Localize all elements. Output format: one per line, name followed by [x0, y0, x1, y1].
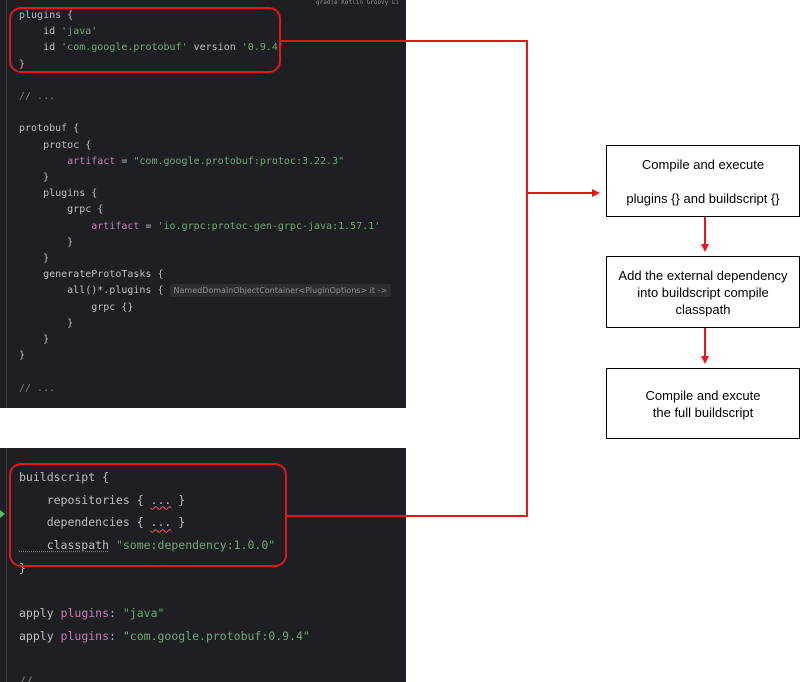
flow-step-2-line-2: into buildscript compile [637, 284, 769, 300]
code-line: } [19, 234, 73, 252]
code-line: classpath "some:dependency:1.0.0" [19, 536, 276, 554]
code-token: } [171, 515, 186, 530]
code-token: } [19, 253, 50, 264]
code-token: "com.google.protobuf:protoc:3.22.3" [133, 155, 345, 167]
code-line: id 'com.google.protobuf' version '0.9.4' [19, 39, 284, 57]
connector-from-buildscript [287, 193, 528, 517]
code-line: id 'java' [19, 23, 97, 41]
flow-step-3-line-2: the full buildscript [652, 404, 754, 420]
code-token: repositories { [19, 492, 151, 507]
editor-gutter [6, 448, 7, 682]
code-editor-buildscript-block: buildscript { repositories { ... } depen… [0, 448, 406, 682]
code-token: 'java' [61, 26, 98, 38]
code-token: all()*.plugins { [19, 285, 170, 297]
code-token: plugins { [19, 188, 98, 200]
code-token: apply [19, 628, 61, 643]
flow-step-1-line-2: plugins {} and buildscript {} [626, 190, 780, 206]
code-token: // ... [19, 674, 61, 682]
code-token: protobuf { [19, 123, 80, 135]
buildscript-block-highlight [9, 463, 287, 567]
code-token: ... [150, 492, 172, 507]
editor-tab-strip: gradle Kotlin Groovy Li [316, 0, 400, 6]
code-line: // ... [19, 380, 55, 398]
code-token: version [187, 42, 242, 54]
code-token: dependencies { [19, 515, 151, 530]
code-line: plugins { [19, 7, 73, 25]
flow-step-3-line-1: Compile and excute [645, 387, 761, 403]
code-line: protobuf { [19, 120, 79, 138]
code-token: plugins { [19, 10, 74, 21]
code-token: '0.9.4' [241, 42, 284, 54]
code-line: } [19, 347, 25, 365]
flow-step-2-line-1: Add the external dependency [618, 267, 788, 283]
code-token: "some:dependency:1.0.0" [115, 538, 276, 553]
code-token: } [19, 172, 50, 183]
code-line: generateProtoTasks { [19, 266, 164, 284]
code-token: // ... [19, 382, 56, 394]
code-token: } [19, 350, 26, 362]
code-token: 'io.grpc:protoc-gen-grpc-java:1.57.1' [157, 220, 381, 232]
code-token: plugins [60, 606, 110, 621]
code-token: ... [150, 515, 172, 530]
code-token: plugins [60, 628, 110, 643]
code-line: dependencies { ... } [19, 513, 186, 531]
code-token: : [109, 628, 123, 643]
code-token: "com.google.protobuf:0.9.4" [122, 628, 310, 643]
code-line: } [19, 169, 49, 187]
code-token: : [109, 606, 123, 621]
code-token: grpc {} [19, 301, 134, 313]
code-line: apply plugins: "com.google.protobuf:0.9.… [19, 627, 310, 645]
code-token: // ... [19, 91, 56, 102]
code-line: // ... [19, 672, 61, 682]
code-token: "java" [122, 606, 165, 621]
code-line: } [19, 315, 73, 333]
flow-step-add-dependency: Add the external dependency into buildsc… [606, 256, 800, 328]
code-token: = [115, 155, 134, 167]
code-line: protoc { [19, 137, 91, 155]
code-line: plugins { [19, 185, 97, 203]
code-line: artifact = "com.google.protobuf:protoc:3… [19, 153, 344, 171]
code-token: } [171, 492, 186, 507]
code-line: } [19, 559, 26, 577]
code-line: } [19, 56, 25, 74]
connector-from-plugins [281, 40, 528, 193]
flow-step-compile-plugins: Compile and execute plugins {} and build… [606, 145, 800, 217]
code-token: } [19, 334, 50, 345]
code-token: id [19, 42, 62, 54]
code-line: all()*.plugins { NamedDomainObjectContai… [19, 282, 392, 300]
code-editor-plugins-block: gradle Kotlin Groovy Li plugins { id 'ja… [0, 0, 406, 408]
code-token: classpath [19, 538, 110, 553]
code-line: grpc {} [19, 299, 133, 317]
code-token: } [19, 58, 26, 70]
code-token: artifact [19, 220, 140, 232]
code-line: repositories { ... } [19, 491, 186, 509]
code-token: generateProtoTasks { [19, 269, 164, 281]
flow-step-compile-full: Compile and excute the full buildscript [606, 368, 800, 439]
code-token: = [139, 220, 158, 232]
code-line: grpc { [19, 201, 103, 219]
code-line: apply plugins: "java" [19, 604, 164, 622]
flow-step-1-line-1: Compile and execute [641, 156, 765, 172]
code-line: artifact = 'io.grpc:protoc-gen-grpc-java… [19, 218, 380, 236]
inlay-type-hint: NamedDomainObjectContainer<PluginOptions… [169, 283, 392, 297]
code-token: } [19, 560, 26, 575]
flow-step-2-line-3: classpath [675, 301, 731, 317]
code-token: buildscript { [19, 470, 110, 484]
code-token: } [19, 317, 74, 329]
code-token: 'com.google.protobuf' [61, 42, 188, 54]
code-token: artifact [19, 155, 116, 167]
code-token: id [19, 26, 62, 38]
code-token: } [19, 236, 74, 248]
code-line: } [19, 250, 49, 268]
code-line: // ... [19, 88, 55, 106]
code-token: grpc { [19, 204, 104, 216]
code-token: protoc { [19, 139, 92, 151]
run-gutter-icon[interactable] [0, 510, 5, 518]
plugins-block-highlight [9, 7, 281, 73]
code-line: buildscript { [19, 468, 109, 486]
code-token: apply [19, 606, 61, 621]
code-line: } [19, 331, 49, 349]
editor-gutter [6, 0, 7, 408]
